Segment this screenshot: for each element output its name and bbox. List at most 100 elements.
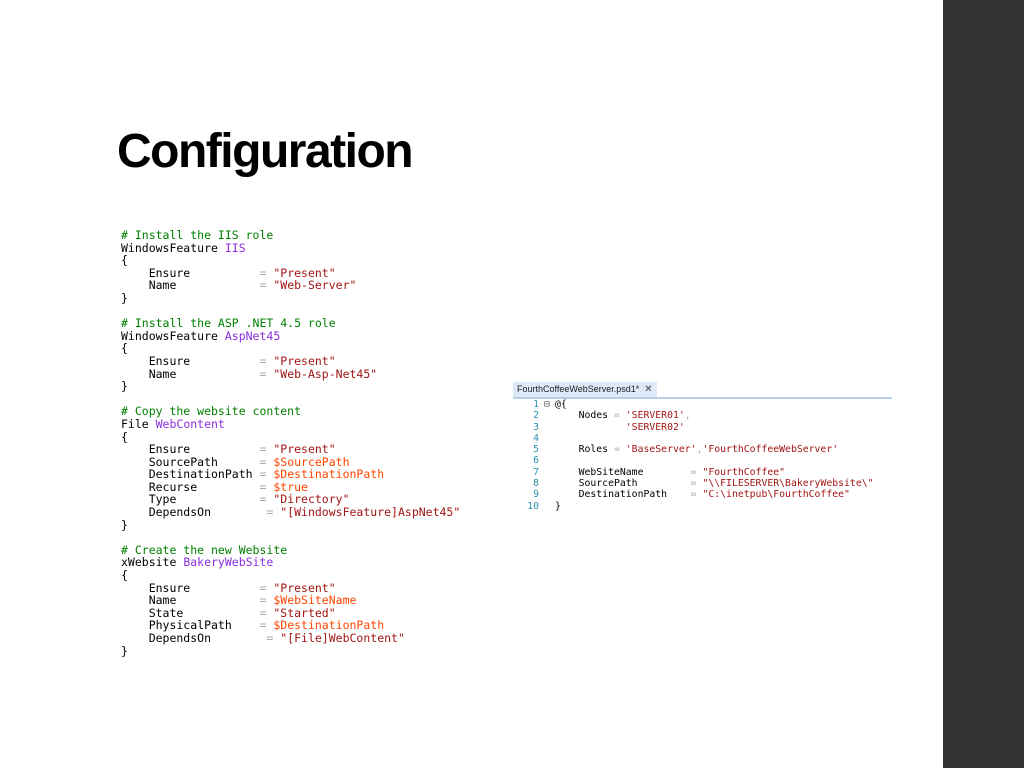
code-token: = bbox=[613, 444, 626, 456]
code-line: Recurse = $true bbox=[121, 481, 460, 494]
code-line: DestinationPath = $DestinationPath bbox=[121, 468, 460, 481]
code-token: = bbox=[259, 580, 274, 595]
code-token: $WebSiteName bbox=[273, 593, 357, 608]
code-token: 'FourthCoffeeWebServer' bbox=[702, 444, 839, 456]
code-token: $SourcePath bbox=[273, 454, 350, 469]
code-token: IIS bbox=[224, 240, 246, 255]
code-line: Ensure = "Present" bbox=[121, 443, 460, 456]
code-token: = bbox=[613, 410, 626, 422]
code-token: Name bbox=[121, 593, 260, 608]
editor-line: 1⊟@{ bbox=[513, 399, 874, 410]
code-token: } bbox=[121, 517, 128, 532]
gutter bbox=[539, 422, 555, 433]
code-token: Type bbox=[121, 492, 260, 507]
line-number: 2 bbox=[533, 410, 539, 422]
gutter bbox=[539, 433, 555, 444]
gutter bbox=[539, 489, 555, 500]
editor-code[interactable]: 1⊟@{2 Nodes = 'SERVER01',3 'SERVER02'4 5… bbox=[513, 399, 874, 512]
gutter bbox=[539, 467, 555, 478]
gutter bbox=[539, 501, 555, 512]
code-line: Type = "Directory" bbox=[121, 493, 460, 506]
code-token: DependsOn bbox=[121, 631, 267, 645]
code-token: = bbox=[259, 265, 274, 280]
ise-editor-screenshot: FourthCoffeeWebServer.psd1*✕ 1⊟@{2 Nodes… bbox=[513, 382, 892, 512]
code-token: # Install the IIS role bbox=[121, 228, 274, 242]
line-number: 8 bbox=[533, 478, 539, 490]
code-token: # Install the ASP .NET 4.5 role bbox=[121, 316, 336, 331]
code-token: = bbox=[259, 442, 274, 457]
code-line: xWebsite BakeryWebSite bbox=[121, 556, 460, 569]
code-token: $DestinationPath bbox=[273, 618, 385, 633]
code-token: $DestinationPath bbox=[273, 467, 385, 482]
code-token: Name bbox=[121, 278, 260, 293]
code-token: } bbox=[555, 500, 561, 512]
code-line: WindowsFeature IIS bbox=[121, 240, 460, 255]
code-token: = bbox=[259, 618, 274, 633]
code-line: State = "Started" bbox=[121, 607, 460, 620]
side-band bbox=[943, 0, 1024, 768]
code-line: Ensure = "Present" bbox=[121, 580, 460, 595]
code-token: Roles bbox=[555, 444, 614, 456]
code-token: "C:\inetpub\FourthCoffee" bbox=[702, 489, 850, 501]
editor-tab-label: FourthCoffeeWebServer.psd1* bbox=[517, 384, 640, 394]
editor-line: 7 WebSiteName = "FourthCoffee" bbox=[513, 467, 874, 478]
code-token: { bbox=[121, 253, 128, 268]
code-line: } bbox=[121, 643, 460, 658]
code-line: Ensure = "Present" bbox=[121, 265, 460, 280]
code-token: File bbox=[121, 416, 156, 431]
editor-line: 4 bbox=[513, 433, 874, 444]
code-token: Ensure bbox=[121, 442, 260, 457]
code-line: SourcePath = $SourcePath bbox=[121, 454, 460, 469]
code-token: "Present" bbox=[273, 580, 336, 595]
code-token: { bbox=[121, 568, 128, 583]
code-token: "[WindowsFeature]AspNet45" bbox=[280, 505, 461, 520]
editor-line: 8 SourcePath = "\\FILESERVER\BakeryWebsi… bbox=[513, 478, 874, 490]
code-token: "Present" bbox=[273, 353, 336, 368]
code-line: { bbox=[121, 569, 460, 582]
code-token: "[File]WebContent" bbox=[280, 631, 405, 645]
code-token: , bbox=[696, 444, 703, 456]
code-token: = bbox=[259, 605, 274, 620]
editor-line: 2 Nodes = 'SERVER01', bbox=[513, 410, 874, 421]
code-token: = bbox=[259, 353, 274, 368]
code-token: WindowsFeature bbox=[121, 328, 225, 343]
code-token: Ensure bbox=[121, 353, 260, 368]
code-line: # Create the new Website bbox=[121, 544, 460, 557]
editor-line: 3 'SERVER02' bbox=[513, 422, 874, 433]
code-token: Ensure bbox=[121, 580, 260, 595]
gutter bbox=[539, 410, 555, 421]
line-number: 1 bbox=[533, 399, 539, 410]
code-token: # Copy the website content bbox=[121, 404, 302, 419]
code-token: # Create the new Website bbox=[121, 542, 288, 557]
code-token: = bbox=[259, 593, 274, 608]
line-number: 5 bbox=[533, 444, 539, 456]
code-token: SourcePath bbox=[121, 454, 260, 469]
editor-line: 5 Roles = 'BaseServer','FourthCoffeeWebS… bbox=[513, 444, 874, 455]
code-token: Nodes bbox=[555, 410, 614, 422]
code-token: xWebsite bbox=[121, 555, 184, 570]
editor-line: 10 } bbox=[513, 501, 874, 512]
code-line: PhysicalPath = $DestinationPath bbox=[121, 619, 460, 632]
code-token: = bbox=[259, 492, 274, 507]
code-token: "FourthCoffee" bbox=[702, 466, 786, 478]
code-token: "Web-Asp-Net45" bbox=[273, 366, 378, 381]
code-token: "\\FILESERVER\BakeryWebsite\" bbox=[702, 478, 874, 490]
slide-title: Configuration bbox=[117, 125, 414, 178]
code-line: DependsOn = "[WindowsFeature]AspNet45" bbox=[121, 505, 461, 520]
collapse-icon[interactable]: ⊟ bbox=[544, 399, 550, 410]
line-number: 4 bbox=[533, 432, 539, 444]
close-icon[interactable]: ✕ bbox=[644, 384, 653, 395]
code-line: # Install the IIS role bbox=[121, 229, 460, 242]
code-token: "Web-Server" bbox=[273, 278, 357, 293]
code-token: AspNet45 bbox=[224, 328, 281, 343]
code-token: Name bbox=[121, 366, 260, 381]
code-token: 'SERVER01' bbox=[625, 410, 685, 422]
line-number: 6 bbox=[533, 455, 539, 467]
tab-underline bbox=[513, 397, 892, 399]
code-line: { bbox=[121, 342, 460, 355]
code-token: = bbox=[690, 466, 703, 478]
code-token: } bbox=[121, 643, 128, 658]
code-line: Ensure = "Present" bbox=[121, 355, 460, 368]
code-token: = bbox=[266, 631, 281, 645]
